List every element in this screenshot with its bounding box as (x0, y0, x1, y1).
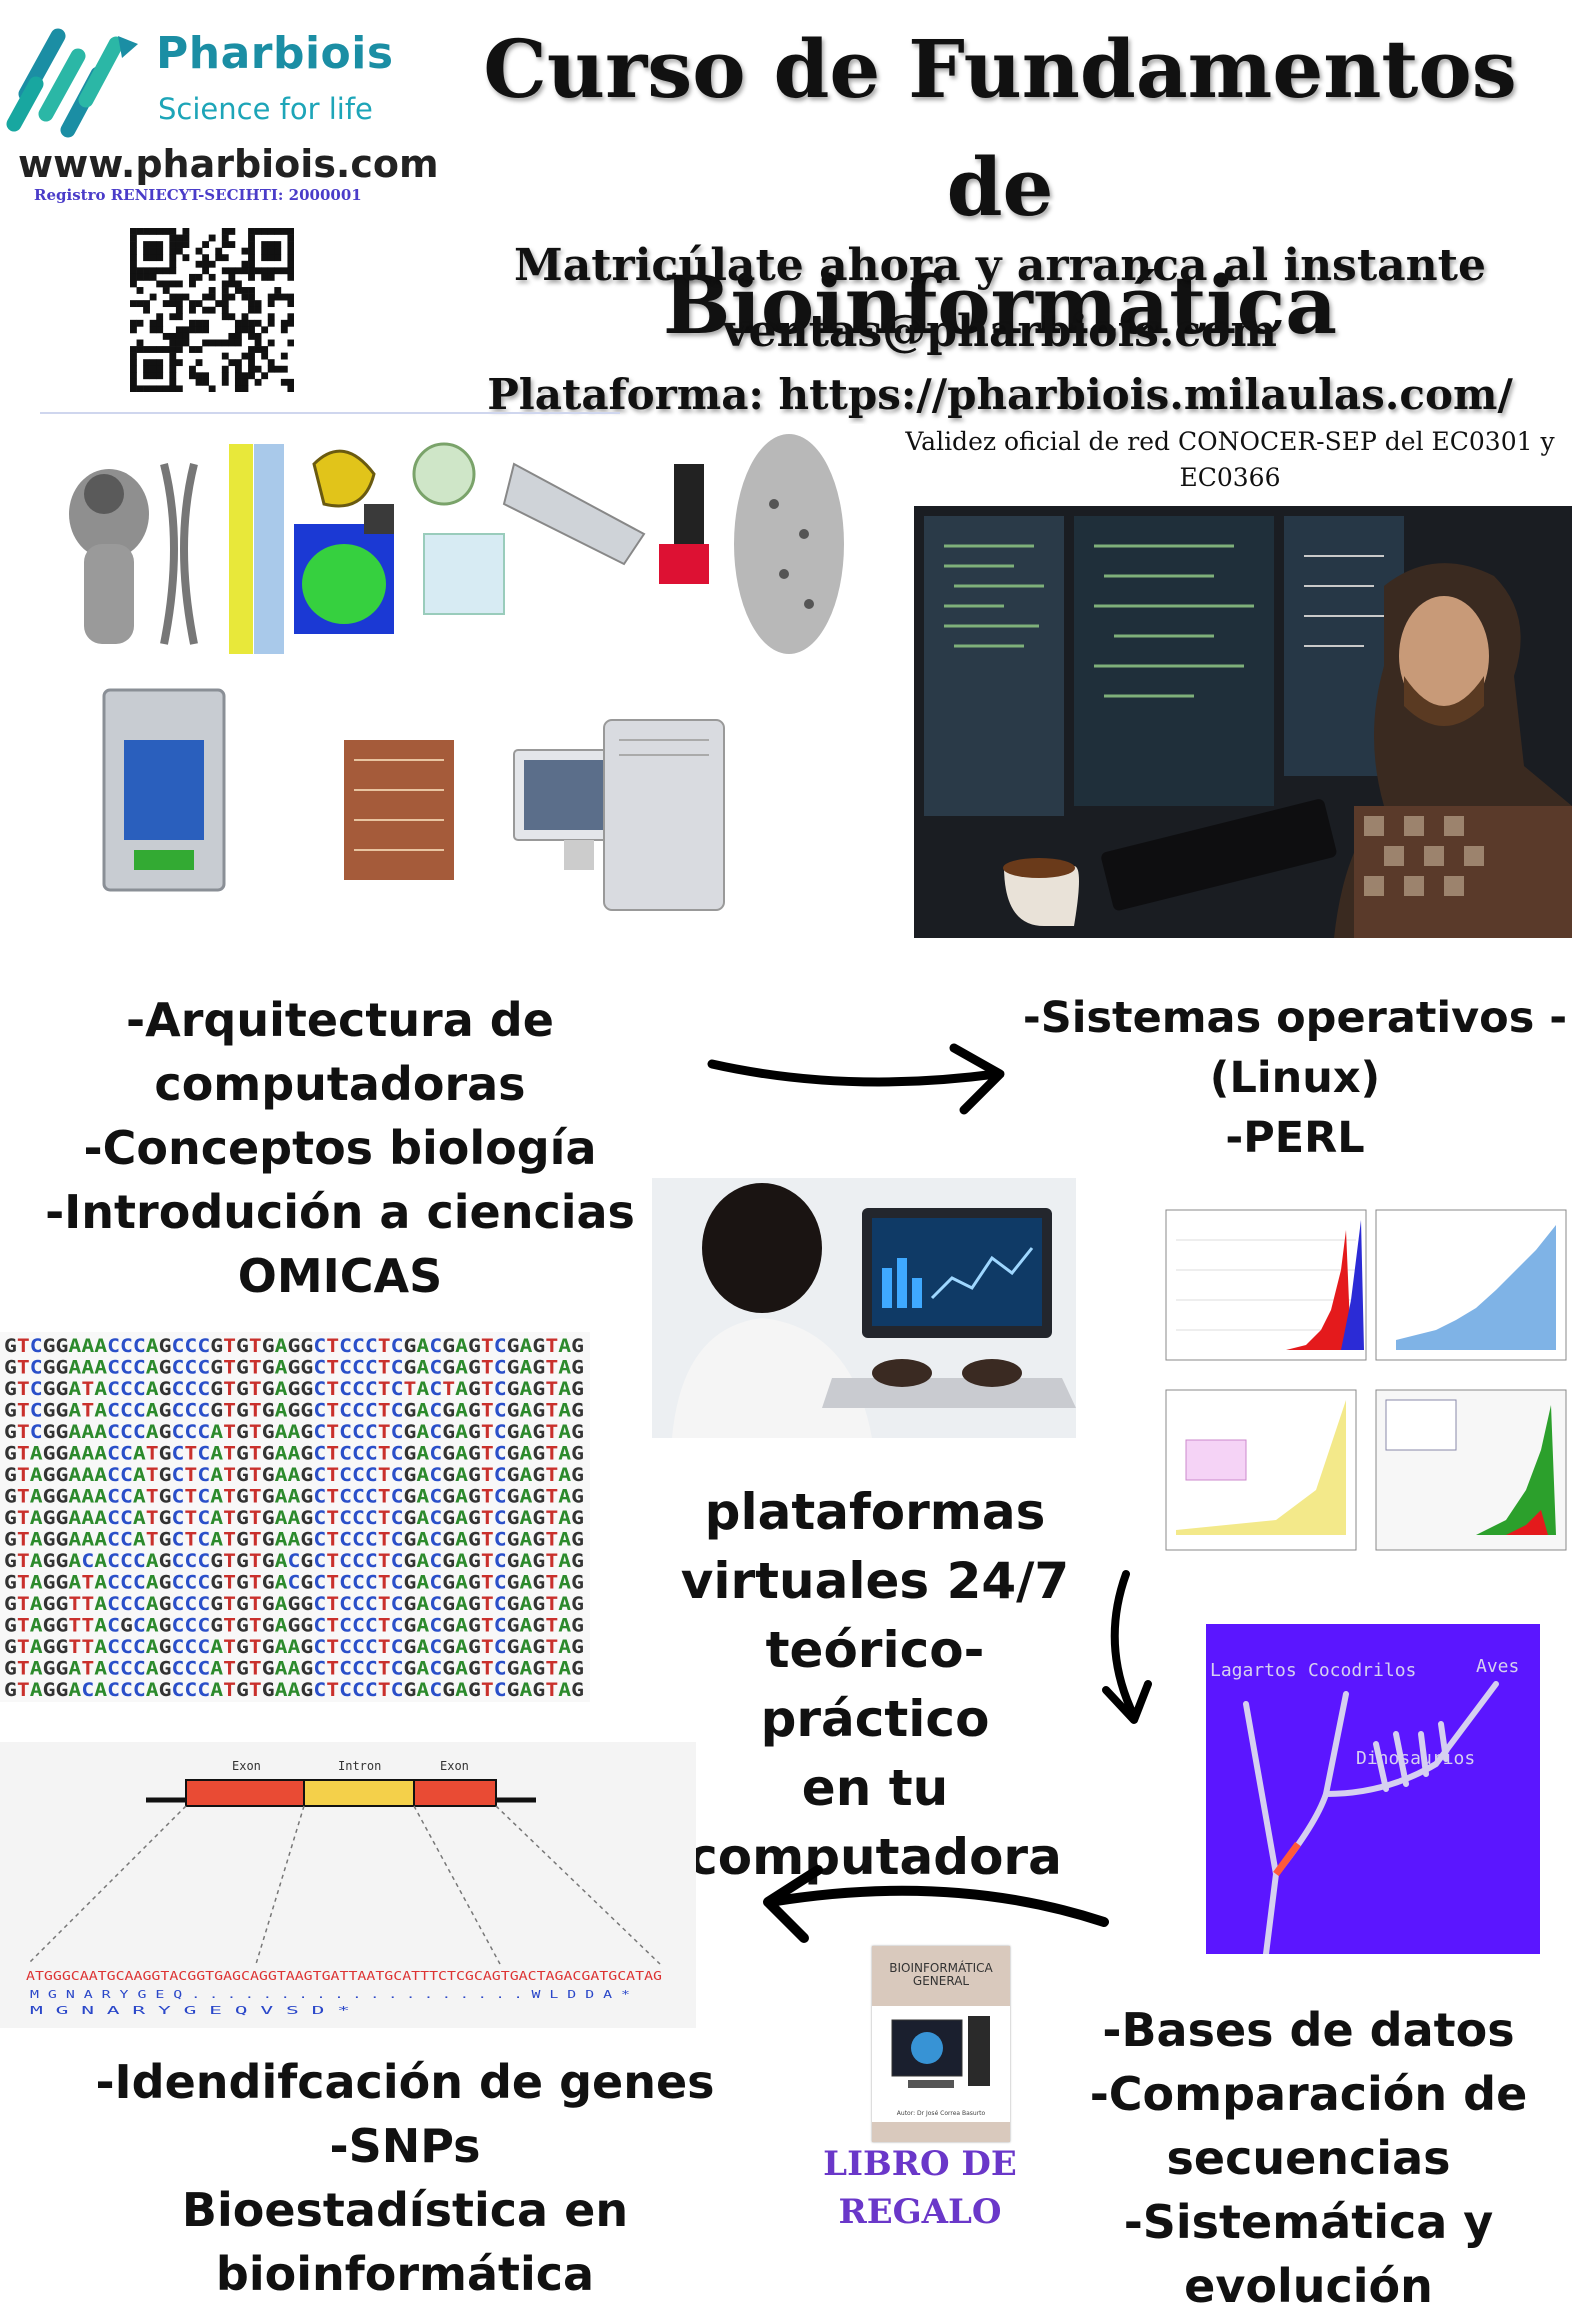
book-computer-icon (891, 2016, 990, 2088)
topic-line: secuencias (1166, 2131, 1451, 2185)
topic-line: -Sistemas operativos - (1022, 993, 1568, 1043)
laptop-user-photo (652, 1178, 1076, 1438)
registro-text: Registro RENIECYT-SECIHTI: 2000001 (34, 186, 362, 204)
topic-line: -Bases de datos (1102, 2003, 1515, 2057)
topics-left: -Arquitectura de computadoras -Conceptos… (40, 988, 640, 1308)
book-title-2: GENERAL (912, 1974, 970, 1988)
gift-book-cover[interactable]: BIOINFORMÁTICA GENERAL Autor: Dr José Co… (872, 1946, 1010, 2142)
validez-line-1: Validez oficial de red CONOCER-SEP del E… (905, 427, 1555, 456)
book-title-1: BIOINFORMÁTICA (889, 1961, 993, 1975)
phylo-label-cocodrilos: Cocodrilos (1308, 1660, 1416, 1681)
sequence-row: GTAGGAAACCATGCTCATGTGAAGCTCCCTCGACGAGTCG… (4, 1507, 584, 1529)
validez-text: Validez oficial de red CONOCER-SEP del E… (890, 424, 1570, 496)
book-bottom-band (872, 2122, 1010, 2142)
protein-row-1: M G N A R Y G E Q . . . . . . . . . . . … (30, 1988, 630, 2001)
gift-line-1: LIBRO DE (823, 2144, 1017, 2184)
book-author: Autor: Dr José Correa Basurto (896, 2110, 986, 2117)
computer-hardware-image (44, 680, 744, 920)
course-title: Curso de Fundamentos de Bioinformática (440, 10, 1560, 364)
programmer-photo (914, 506, 1572, 938)
sequence-row: GTCGGAAACCCAGCCCGTGTGAGGCTCCCTCGACGAGTCG… (4, 1357, 584, 1379)
title-line-2: Bioinformática (662, 258, 1338, 352)
brand-tagline: Science for life (158, 92, 373, 126)
topic-line: -Idendifcación de genes (95, 2055, 715, 2109)
sequence-row: GTAGGTTACGCAGCCCGTGTGAGGCTCCCTCGACGAGTCG… (4, 1615, 584, 1637)
topics-bottom-left: -Idendifcación de genes -SNPs Bioestadís… (0, 2050, 810, 2306)
topic-line: -Conceptos biología (83, 1121, 597, 1175)
platform-line: virtuales 24/7 (680, 1552, 1070, 1610)
topic-line: -PERL (1225, 1113, 1365, 1163)
sequence-row: GTAGGTTACCCAGCCCGTGTGAGGCTCCCTCGACGAGTCG… (4, 1593, 584, 1615)
phylo-label-lagartos: Lagartos (1210, 1660, 1297, 1681)
arrow-right-icon (707, 1043, 1005, 1115)
topics-right: -Sistemas operativos - (Linux) -PERL (1020, 988, 1570, 1168)
arrow-down-icon (1102, 1570, 1152, 1724)
dna-sequence-row: ATGGGCAATGCAAGGTACGGTGAGCAGGTAAGTGATTAAT… (26, 1969, 662, 1983)
enroll-text: Matricúlate ahora y arranca al instante (514, 240, 1486, 291)
platform-link[interactable]: Plataforma: https://pharbiois.milaulas.c… (487, 370, 1513, 419)
arrow-left-icon (763, 1865, 1109, 1943)
database-growth-charts-image (1156, 1190, 1572, 1574)
topic-line: -Arquitectura de (126, 993, 554, 1047)
phylo-label-aves: Aves (1476, 1656, 1519, 1677)
qr-code[interactable] (130, 228, 294, 392)
sequence-row: GTAGGAAACCATGCTCATGTGAAGCTCCCTCGACGAGTCG… (4, 1443, 584, 1465)
validez-line-2: EC0366 (1179, 463, 1281, 492)
dna-sequence-alignment-image: GTCGGAAACCCAGCCCGTGTGAGGCTCCCTCGACGAGTCG… (0, 1332, 590, 1702)
book-title-band: BIOINFORMÁTICA GENERAL (872, 1946, 1010, 2006)
gift-label: LIBRO DE REGALO (820, 2140, 1020, 2236)
topics-bottom-right: -Bases de datos -Comparación de secuenci… (1030, 1998, 1587, 2318)
protein-row-2: M G N A R Y G E Q V S D * (30, 2004, 350, 2017)
topic-line: computadoras (154, 1057, 526, 1111)
sequence-row: GTAGGACACCCAGCCCGTGTGACGCTCCCTCGACGAGTCG… (4, 1550, 584, 1572)
sequence-row: GTCGGATACCCAGCCCGTGTGAGGCTCCCTCGACGAGTCG… (4, 1400, 584, 1422)
gene-structure-diagram: Exon Intron Exon ATGGGCAATGCAAGGTACGGTGA… (0, 1742, 696, 2028)
title-line-1: Curso de Fundamentos de (483, 22, 1517, 234)
platform-line: teórico-práctico (760, 1621, 990, 1748)
topic-line: -Introdución a ciencias (45, 1185, 635, 1239)
sequence-row: GTAGGAAACCATGCTCATGTGAAGCTCCCTCGACGAGTCG… (4, 1529, 584, 1551)
biology-collage-image (44, 424, 864, 664)
topic-line: -SNPs (329, 2119, 481, 2173)
phylo-label-dinosaurios: Dinosaurios (1356, 1748, 1475, 1769)
topic-line: -Sistemática y evolución (1123, 2195, 1494, 2313)
header-divider (40, 412, 620, 414)
sequence-row: GTAGGATACCCAGCCCGTGTGACGCTCCCTCGACGAGTCG… (4, 1572, 584, 1594)
platform-block: plataformas virtuales 24/7 teórico-práct… (665, 1478, 1085, 1892)
sequence-row: GTAGGATACCCAGCCCATGTGAAGCTCCCTCGACGAGTCG… (4, 1658, 584, 1680)
sequence-row: GTAGGAAACCATGCTCATGTGAAGCTCCCTCGACGAGTCG… (4, 1486, 584, 1508)
exon-label-1: Exon (232, 1759, 261, 1773)
website-link[interactable]: www.pharbiois.com (18, 142, 439, 186)
topic-line: Bioestadística en bioinformática (181, 2183, 629, 2301)
platform-line: en tu (801, 1759, 949, 1817)
sequence-row: GTCGGATACCCAGCCCGTGTGAGGCTCCCTCTACTAGTCG… (4, 1378, 584, 1400)
platform-line: computadora (688, 1828, 1062, 1886)
intron-label: Intron (338, 1759, 381, 1773)
sequence-row: GTAGGACACCCAGCCCATGTGAAGCTCCCTCGACGAGTCG… (4, 1679, 584, 1701)
sequence-row: GTCGGAAACCCAGCCCATGTGAAGCTCCCTCGACGAGTCG… (4, 1421, 584, 1443)
sequence-row: GTAGGTTACCCAGCCCATGTGAAGCTCCCTCGACGAGTCG… (4, 1636, 584, 1658)
phylogenetic-tree-image: Lagartos Cocodrilos Aves Dinosaurios (1206, 1624, 1540, 1954)
topic-line: -Comparación de (1089, 2067, 1528, 2121)
email-link[interactable]: ventas@pharbiois.com (723, 306, 1277, 357)
topic-line: (Linux) (1209, 1053, 1381, 1103)
exon-label-2: Exon (440, 1759, 469, 1773)
sequence-row: GTCGGAAACCCAGCCCGTGTGAGGCTCCCTCGACGAGTCG… (4, 1335, 584, 1357)
gift-line-2: REGALO (838, 2192, 1002, 2232)
brand-name: Pharbiois (156, 28, 394, 79)
platform-line: plataformas (704, 1483, 1046, 1541)
dna-strand-logo (6, 28, 138, 138)
topic-line: OMICAS (237, 1249, 443, 1303)
sequence-row: GTAGGAAACCATGCTCATGTGAAGCTCCCTCGACGAGTCG… (4, 1464, 584, 1486)
